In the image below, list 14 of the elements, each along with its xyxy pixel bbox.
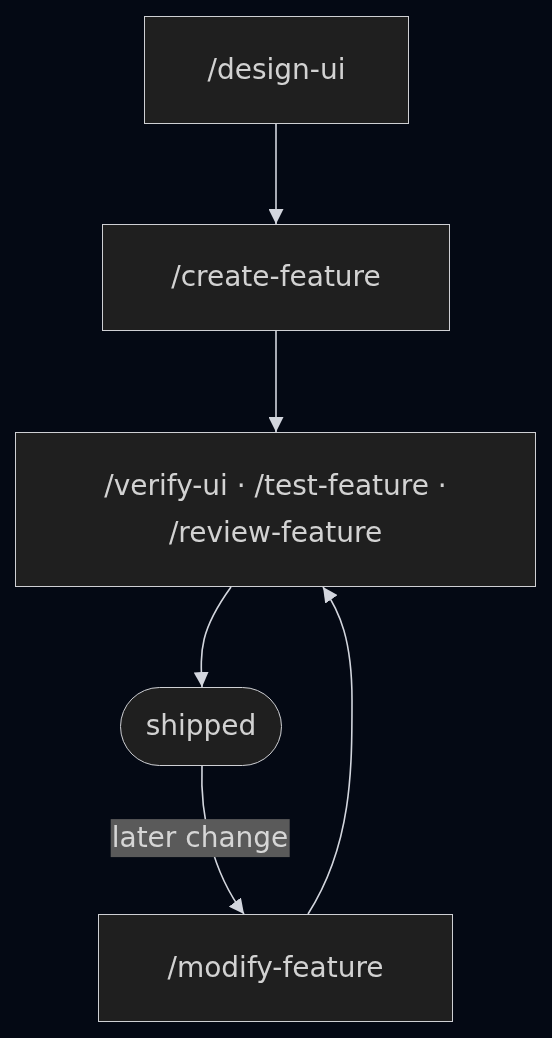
arrow [268,330,284,433]
arrow [307,586,353,915]
node-label: /create-feature [171,259,381,296]
node-label: shipped [145,708,257,745]
edge-label: later change [110,819,290,857]
arrow [193,586,232,688]
node-label: /modify-feature [167,949,384,986]
process-box [15,432,536,587]
process-box [144,16,409,124]
process-box [98,914,453,1022]
node-label: /verify-ui · /test-feature · /review-feature [103,468,448,551]
node-label: /design-ui [207,51,346,88]
process-box [102,224,450,331]
arrow [268,123,284,225]
